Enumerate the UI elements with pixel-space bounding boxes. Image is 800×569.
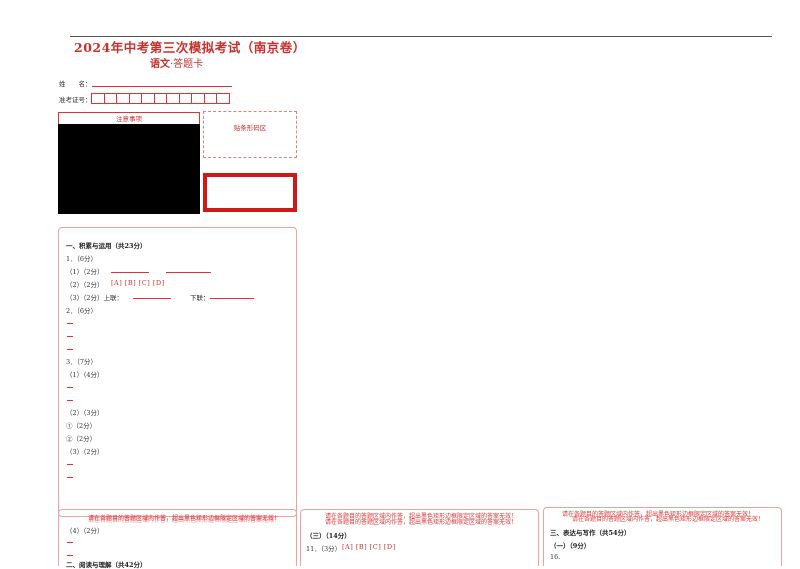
answer-line[interactable] — [67, 464, 73, 465]
question-3-3: （3）（2分） — [66, 448, 104, 456]
answer-line[interactable] — [67, 400, 73, 401]
section1-heading: 一、积累与运用（共23分） — [66, 242, 147, 250]
answer-line[interactable] — [67, 387, 73, 388]
question-1: 1．（6分） — [66, 255, 98, 263]
id-digit-box[interactable] — [91, 93, 105, 104]
id-digit-box[interactable] — [153, 93, 167, 104]
question-1-2: （2）（2分） — [66, 281, 104, 289]
section3-heading: （三）（14分） — [306, 532, 351, 540]
warning-notice: 请在各题目的答题区域内作答，超出黑色矩形边框限定区域的答案无效！ — [562, 511, 755, 518]
id-number-boxes[interactable] — [91, 93, 230, 104]
absent-mark-box[interactable] — [203, 173, 297, 212]
id-label: 准考证号： — [59, 96, 92, 104]
writing-subsection-heading: （一）（9分） — [550, 542, 591, 550]
answer-line[interactable] — [67, 349, 73, 350]
id-digit-box[interactable] — [203, 93, 217, 104]
question-3-2-a: ①（2分） — [66, 422, 97, 430]
question-3-2-b: ②（2分） — [66, 435, 97, 443]
answer-line[interactable] — [67, 477, 73, 478]
section-middle-panel — [300, 509, 539, 566]
id-digit-box[interactable] — [128, 93, 142, 104]
notice-title: 注意事项 — [116, 115, 142, 123]
barcode-area — [203, 111, 297, 158]
header-rule — [70, 36, 772, 37]
section2-heading: 二、阅读与理解（共42分） — [66, 561, 147, 569]
id-digit-box[interactable] — [103, 93, 117, 104]
id-digit-box[interactable] — [166, 93, 180, 104]
answer-line[interactable] — [67, 336, 73, 337]
subject-label: 语文 — [150, 59, 170, 70]
choice-options[interactable]: [A] [B] [C] [D] — [111, 279, 165, 287]
name-label: 姓 名： — [59, 80, 92, 88]
choice-options[interactable]: [A] [B] [C] [D] — [342, 543, 396, 551]
id-digit-box[interactable] — [216, 93, 230, 104]
id-digit-box[interactable] — [191, 93, 205, 104]
id-digit-box[interactable] — [116, 93, 130, 104]
warning-notice-overlap: 请在各题目的答题区域内作答，超出黑色矩形边框限定区域的答案无效！ — [88, 517, 281, 524]
exam-subtitle: 语文·答题卡 — [150, 55, 203, 70]
question-2: 2．（6分） — [66, 307, 98, 315]
answer-line[interactable] — [210, 298, 254, 299]
section-right-panel — [543, 507, 782, 566]
answer-line[interactable] — [67, 542, 73, 543]
barcode-title: 贴条形码区 — [233, 124, 267, 132]
question-1-3: （3）（2分）上联： — [66, 294, 124, 302]
question-1-3-b: 下联： — [190, 294, 210, 302]
question-11: 11．（3分） — [306, 545, 342, 553]
section1-panel — [58, 227, 297, 517]
notice-redacted-area — [58, 124, 200, 214]
question-16: 16. — [550, 553, 561, 561]
warning-notice: 请在各题目的答题区域内作答，超出黑色矩形边框限定区域的答案无效！ — [325, 513, 518, 520]
question-4: （4）（2分） — [66, 527, 104, 535]
section1-continued-panel — [58, 509, 297, 566]
warning-notice-repeat: 请在各题目的答题区域内作答，超出黑色矩形边框限定区域的答案无效！ — [572, 516, 765, 523]
id-digit-box[interactable] — [141, 93, 155, 104]
question-3-2: （2）（3分） — [66, 409, 104, 417]
question-1-1: （1）（2分） — [66, 268, 104, 276]
answer-line[interactable] — [111, 272, 149, 273]
writing-section-heading: 三、表达与写作（共54分） — [550, 529, 631, 537]
question-3-1: （1）（4分） — [66, 371, 104, 379]
answer-line[interactable] — [67, 555, 73, 556]
answer-line[interactable] — [133, 298, 171, 299]
question-3: 3．（7分） — [66, 358, 98, 366]
warning-notice-repeat: 请在各题目的答题区域内作答，超出黑色矩形边框限定区域的答案无效！ — [325, 519, 518, 526]
answer-line[interactable] — [67, 323, 73, 324]
exam-title: 2024年中考第三次模拟考试（南京卷） — [74, 40, 306, 55]
answer-line[interactable] — [166, 272, 211, 273]
id-digit-box[interactable] — [178, 93, 192, 104]
card-type-label: ·答题卡 — [170, 59, 204, 70]
name-field[interactable] — [92, 86, 232, 87]
warning-notice: 请在各题目的答题区域内作答，超出黑色矩形边框限定区域的答案无效！ — [88, 515, 281, 522]
